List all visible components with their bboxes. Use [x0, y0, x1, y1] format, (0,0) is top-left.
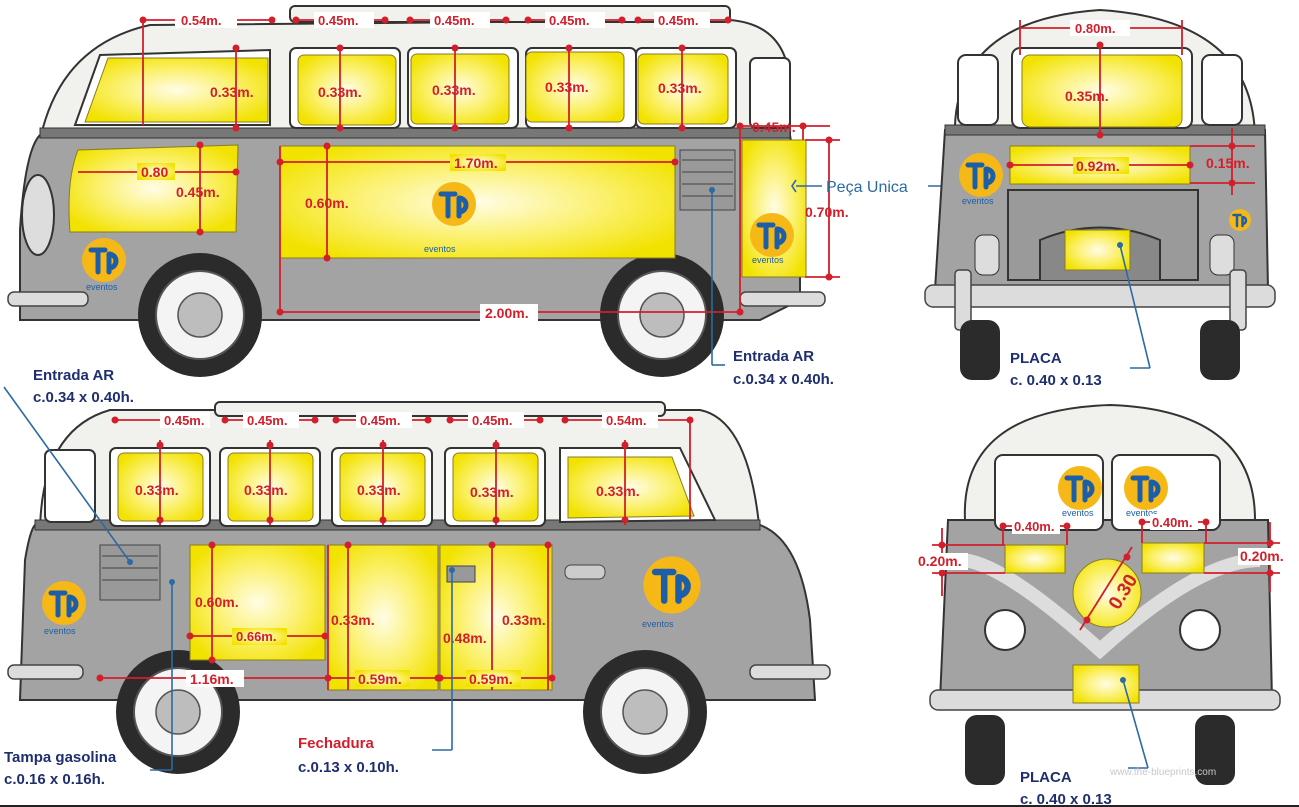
dim-rear-window-width: 0.80m.: [1075, 21, 1115, 36]
front-view: eventos eventos 0.40m. 0.40m. 0.20m. 0.2…: [918, 403, 1296, 807]
label-peca-unica: Peça Unica: [826, 179, 908, 196]
logo-icon: eventos: [1058, 466, 1102, 518]
dim-b-window-width-5: 0.54m.: [606, 413, 646, 428]
dim-b-side-height: 0.60m.: [195, 594, 239, 610]
panel-window-4: [525, 51, 625, 123]
dim-window-width-4: 0.45m.: [549, 13, 589, 28]
logo-icon: eventos: [42, 581, 86, 636]
dim-b-door1-height: 0.33m.: [331, 612, 375, 628]
dim-main-panel-width: 1.70m.: [454, 155, 498, 171]
dim-b-window-height-5: 0.33m.: [596, 483, 640, 499]
panel-window-3: [410, 53, 510, 125]
rear-view: eventos 0.80m. 0.35m. 0.92m. 0.15m. PLAC…: [924, 8, 1276, 389]
svg-text:eventos: eventos: [752, 255, 784, 265]
dim-rear-window-height: 0.35m.: [1065, 88, 1109, 104]
dim-front-left-height: 0.20m.: [918, 553, 962, 569]
fechadura-title: Fechadura: [298, 735, 375, 752]
dim-b-lock-height: 0.48m.: [443, 630, 487, 646]
dim-front-left-width: 0.40m.: [1014, 519, 1054, 534]
rear-plate-panel: [1064, 229, 1131, 271]
dim-b-door1-width: 0.59m.: [358, 671, 402, 687]
watermark: www.the-blueprints.com: [1109, 767, 1216, 778]
dim-rear-strip-width: 0.92m.: [1076, 158, 1120, 174]
svg-text:eventos: eventos: [962, 196, 994, 206]
svg-text:eventos: eventos: [44, 626, 76, 636]
panel-b-window-5: [567, 456, 695, 519]
svg-text:eventos: eventos: [1126, 508, 1158, 518]
entrada-ar-title-left: Entrada AR: [733, 348, 814, 365]
dim-window-height-5: 0.33m.: [658, 80, 702, 96]
dim-window-height-4: 0.33m.: [545, 79, 589, 95]
entrada-ar-size-left: c.0.34 x 0.40h.: [733, 371, 834, 388]
panel-window-2: [297, 54, 397, 126]
panel-front: [68, 144, 239, 233]
logo-icon: eventos: [959, 153, 1003, 206]
rear-window-panel: [1021, 54, 1183, 128]
side-view-right: eventos eventos 0.45m.: [3, 367, 831, 788]
dim-main-panel-height: 0.60m.: [305, 195, 349, 211]
dim-window-height-2: 0.33m.: [318, 84, 362, 100]
panel-window-1: [84, 57, 269, 123]
front-emblem-panel: [1072, 558, 1142, 628]
dim-window-height-1: 0.33m.: [210, 84, 254, 100]
dim-b-window-height-2: 0.33m.: [244, 482, 288, 498]
panel-window-5: [637, 53, 729, 125]
dim-front-panel-width: 0.80: [141, 164, 168, 180]
dim-b-window-width-2: 0.45m.: [247, 413, 287, 428]
tampa-gasolina-size: c.0.16 x 0.16h.: [4, 771, 105, 788]
dim-rear-strip-height: 0.15m.: [1206, 155, 1250, 171]
svg-text:eventos: eventos: [86, 282, 118, 292]
svg-text:eventos: eventos: [1062, 508, 1094, 518]
dim-b-window-height-1: 0.33m.: [135, 482, 179, 498]
dim-window-width-1: 0.54m.: [181, 13, 221, 28]
dim-front-right-height: 0.20m.: [1240, 548, 1284, 564]
dim-window-width-3: 0.45m.: [434, 13, 474, 28]
dim-b-length-front: 1.16m.: [190, 671, 234, 687]
front-placa-title: PLACA: [1020, 769, 1072, 786]
logo-icon: eventos: [82, 238, 126, 292]
svg-text:eventos: eventos: [424, 244, 456, 254]
logo-icon: eventos: [424, 182, 476, 254]
dim-front-panel-height: 0.45m.: [176, 184, 220, 200]
dim-b-side-width: 0.66m.: [236, 629, 276, 644]
front-plate-panel: [1072, 664, 1140, 704]
dim-b-window-height-4: 0.33m.: [470, 484, 514, 500]
dim-b-door2-height: 0.33m.: [502, 612, 546, 628]
dim-b-window-width-4: 0.45m.: [472, 413, 512, 428]
dim-rear-corner-height: 0.70m.: [805, 204, 849, 220]
dim-b-window-width-1: 0.45m.: [164, 413, 204, 428]
entrada-ar-title-right: Entrada AR: [33, 367, 114, 384]
dim-b-window-width-3: 0.45m.: [360, 413, 400, 428]
tampa-gasolina-title: Tampa gasolina: [4, 749, 117, 766]
dim-total-length: 2.00m.: [485, 305, 529, 321]
dim-window-width-5: 0.45m.: [658, 13, 698, 28]
svg-text:eventos: eventos: [642, 619, 674, 629]
logo-icon: eventos: [750, 213, 794, 265]
front-left-panel: [1004, 544, 1066, 574]
rear-placa-size: c. 0.40 x 0.13: [1010, 372, 1102, 389]
rear-placa-title: PLACA: [1010, 350, 1062, 367]
logo-icon: [1227, 207, 1253, 233]
front-right-panel: [1141, 542, 1205, 574]
dim-front-right-width: 0.40m.: [1152, 515, 1192, 530]
dim-rear-corner-width: 0.45m.: [752, 119, 796, 135]
dim-b-window-height-3: 0.33m.: [357, 482, 401, 498]
entrada-ar-size-right: c.0.34 x 0.40h.: [33, 389, 134, 406]
dim-window-width-2: 0.45m.: [318, 13, 358, 28]
dim-window-height-3: 0.33m.: [432, 82, 476, 98]
logo-icon: eventos: [642, 556, 701, 629]
side-view-left: eventos eventos eventos: [7, 5, 957, 388]
dim-b-door2-width: 0.59m.: [469, 671, 513, 687]
logo-icon: eventos: [1124, 466, 1168, 518]
front-placa-size: c. 0.40 x 0.13: [1020, 791, 1112, 807]
fechadura-size: c.0.13 x 0.10h.: [298, 759, 399, 776]
